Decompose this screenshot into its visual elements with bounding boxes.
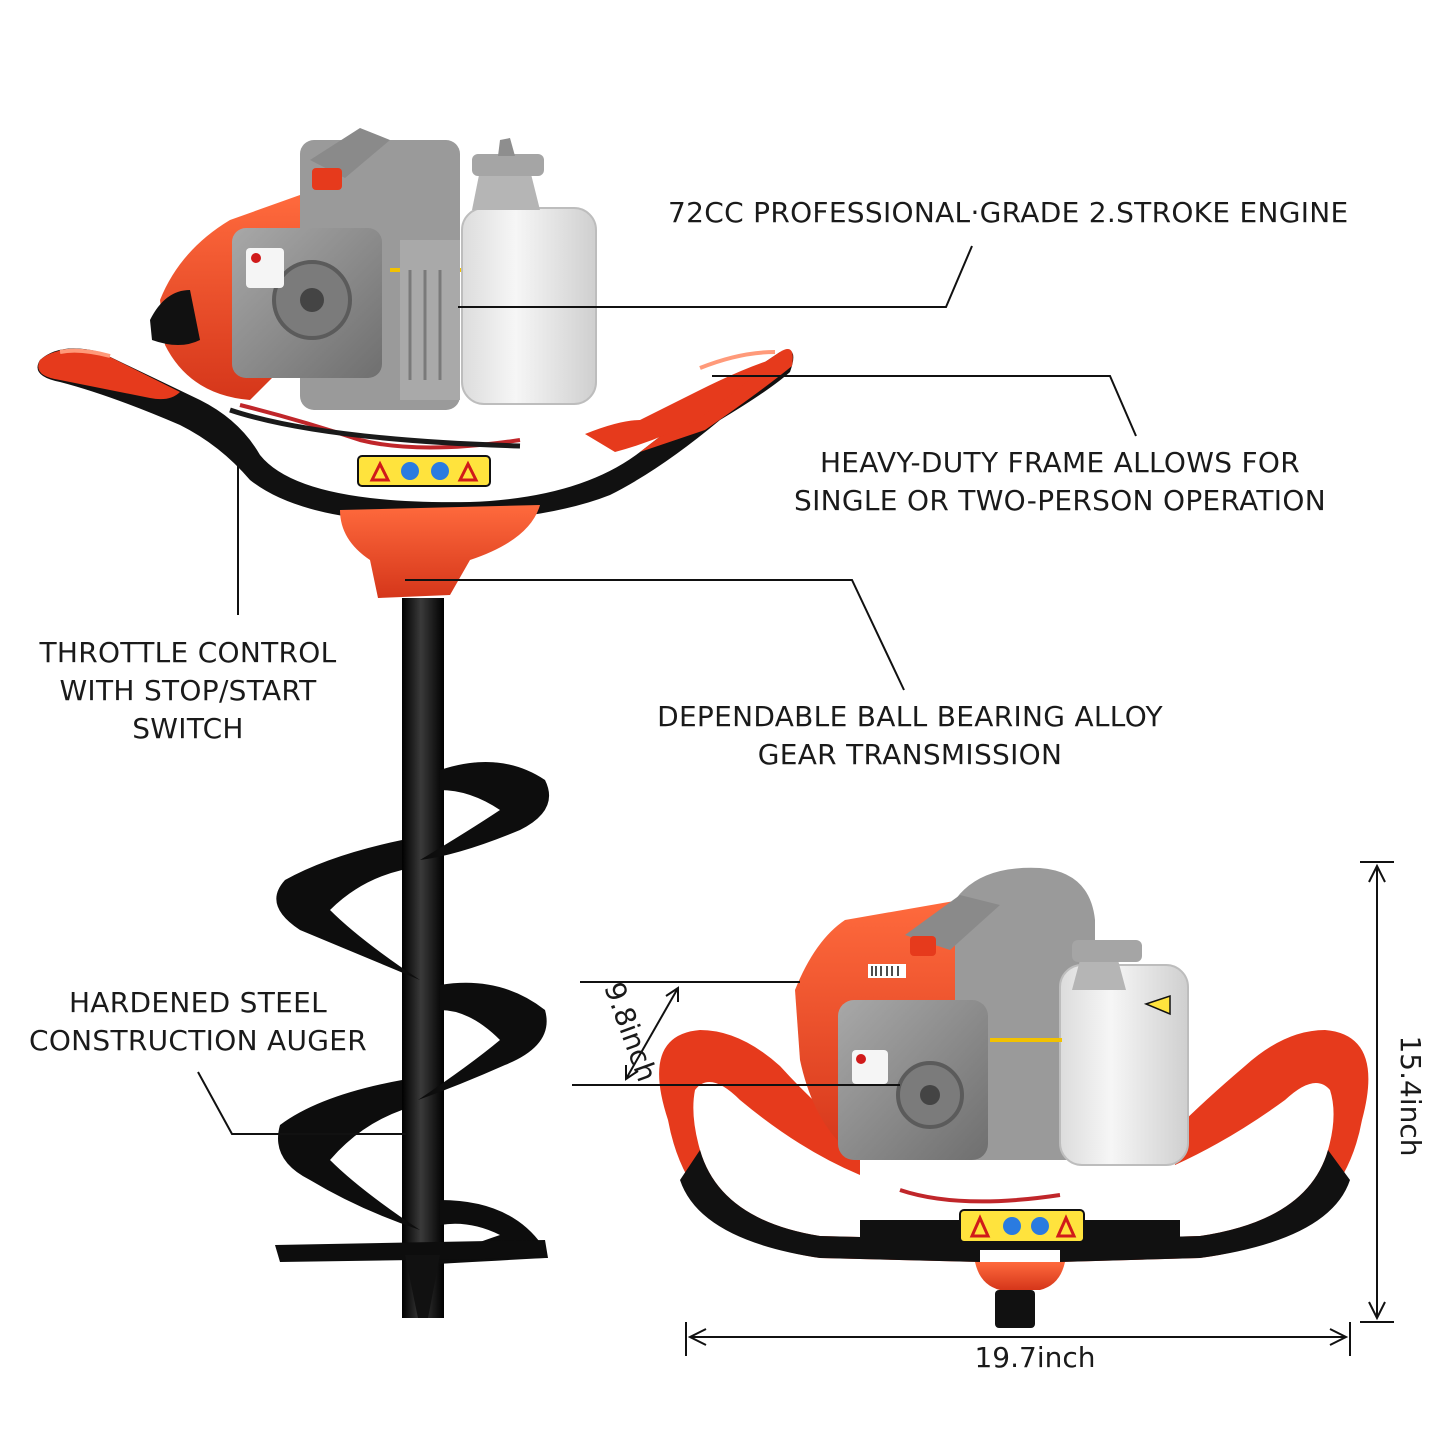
dimension-auger [659,867,1369,1328]
auger-shaft [402,598,444,1318]
auger-tip [405,1255,440,1318]
callout-frame: HEAVY-DUTY FRAME ALLOWS FOR SINGLE OR TW… [794,446,1326,517]
callout-auger: HARDENED STEEL CONSTRUCTION AUGER [28,986,368,1057]
callout-throttle: THROTTLE CONTROL WITH STOP/START SWITCH [39,636,337,745]
main-gearbox [340,505,540,598]
main-auger [37,128,794,1318]
dimension-lines [572,861,1394,1356]
callout-leader-lines [197,245,1137,1135]
main-handlebar [37,348,794,523]
callout-gear-transmission: DEPENDABLE BALL BEARING ALLOY GEAR TRANS… [657,700,1163,771]
dimension-width-label: 19.7inch [974,1341,1096,1374]
dimension-height-label: 15.4inch [1394,1035,1427,1157]
callout-engine: 72CC PROFESSIONAL·GRADE 2.STROKE ENGINE [668,196,1349,229]
main-engine [150,128,597,487]
auger-flights [275,762,550,1265]
